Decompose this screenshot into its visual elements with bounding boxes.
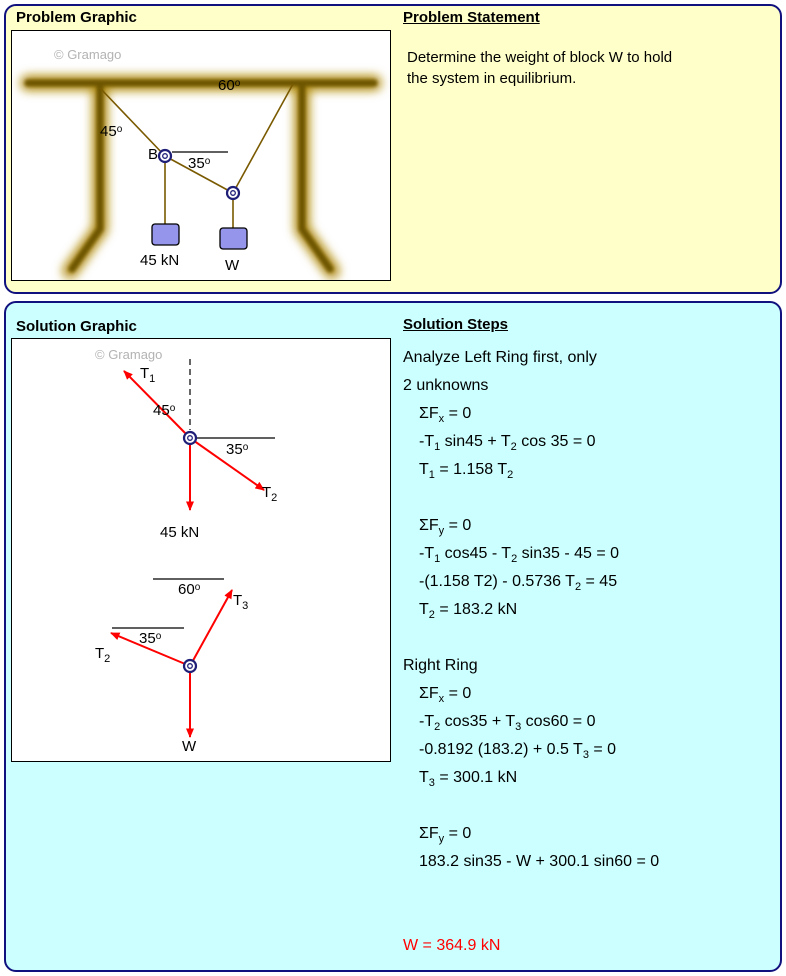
weight-w-label: W (225, 257, 240, 274)
problem-graphic-svg (20, 75, 382, 279)
ring-right-icon (225, 185, 241, 201)
solution-step-line: W = 364.9 kN (403, 937, 501, 954)
problem-statement-text: Determine the weight of block W to hold … (407, 47, 672, 89)
solution-step-line: 2 unknowns (403, 377, 489, 394)
ropes (99, 83, 294, 228)
problem-graphic-box: © Gramago 60o 45o B 35o 45 kN W (11, 30, 391, 281)
solution-graphic-box: © Gramago T1 45o 35o T2 45 kN 60o T3 35o… (11, 338, 391, 762)
solution-step-line: ΣFy = 0 (419, 825, 472, 846)
solution-step-line: T1 = 1.158 T2 (419, 461, 514, 482)
angle-60-label: 60o (218, 77, 241, 94)
t3-arrow (189, 589, 233, 667)
fbd2-ring-icon (182, 658, 198, 674)
solution-step-line: -T1 sin45 + T2 cos 35 = 0 (419, 433, 596, 454)
problem-statement-title: Problem Statement (403, 9, 540, 26)
fbd2-t2-label: T2 (95, 645, 111, 665)
block-45kn (151, 223, 180, 246)
fbd1-angle-45-label: 45o (153, 402, 176, 419)
solution-graphic-svg (110, 359, 275, 738)
t2-arrow-fbd2 (110, 632, 191, 667)
solution-step-line: 183.2 sin35 - W + 300.1 sin60 = 0 (419, 853, 660, 870)
solution-step-line: Right Ring (403, 657, 478, 674)
ceiling-wall-glow (20, 75, 382, 279)
solution-step-line (403, 484, 778, 512)
t3-label: T3 (233, 592, 249, 612)
solution-step-line: -0.8192 (183.2) + 0.5 T3 = 0 (419, 741, 617, 762)
angle-35-label: 35o (188, 155, 211, 172)
problem-graphic-title: Problem Graphic (16, 9, 137, 26)
solution-step-line: -(1.158 T2) - 0.5736 T2 = 45 (419, 573, 618, 594)
solution-graphic-title: Solution Graphic (16, 318, 137, 335)
solution-step-line: T3 = 300.1 kN (419, 769, 518, 790)
solution-step-line: Analyze Left Ring first, only (403, 349, 597, 366)
solution-step-line: -T2 cos35 + T3 cos60 = 0 (419, 713, 596, 734)
statement-line-2: the system in equilibrium. (407, 70, 577, 87)
ring-b-label: B (148, 146, 159, 163)
fbd2-angle-60-label: 60o (178, 581, 201, 598)
statement-line-1: Determine the weight of block W to hold (407, 49, 673, 66)
solution-step-line (403, 792, 778, 820)
rope-35-deg (164, 155, 234, 194)
fbd2-angle-35-label: 35o (139, 630, 162, 647)
solution-step-line: T2 = 183.2 kN (419, 601, 518, 622)
fbd1-ring-icon (182, 430, 198, 446)
solution-step-line: ΣFy = 0 (419, 517, 472, 538)
solution-step-line: ΣFx = 0 (419, 685, 472, 706)
fbd1-angle-35-label: 35o (226, 441, 249, 458)
solution-step-line (403, 624, 778, 652)
fbd1-t2-label: T2 (262, 484, 278, 504)
solution-step-line (403, 904, 778, 932)
watermark: © Gramago (54, 47, 122, 62)
fbd2-w-label: W (182, 738, 197, 755)
solution-steps-title: Solution Steps (403, 316, 508, 333)
angle-45-label: 45o (100, 123, 123, 140)
solution-step-line: -T1 cos45 - T2 sin35 - 45 = 0 (419, 545, 620, 566)
t2-arrow-fbd1 (189, 437, 265, 491)
t1-label: T1 (140, 365, 156, 385)
rope-60-deg (232, 83, 294, 194)
ring-b-icon (157, 148, 173, 164)
block-w (219, 227, 248, 250)
solution-step-line (403, 876, 778, 904)
load-45kn-label: 45 kN (140, 252, 180, 269)
fbd1-load-label: 45 kN (160, 524, 200, 541)
rope-45-deg (99, 87, 166, 157)
watermark: © Gramago (95, 347, 163, 362)
solution-step-line: ΣFx = 0 (419, 405, 472, 426)
t1-arrow (123, 370, 191, 439)
